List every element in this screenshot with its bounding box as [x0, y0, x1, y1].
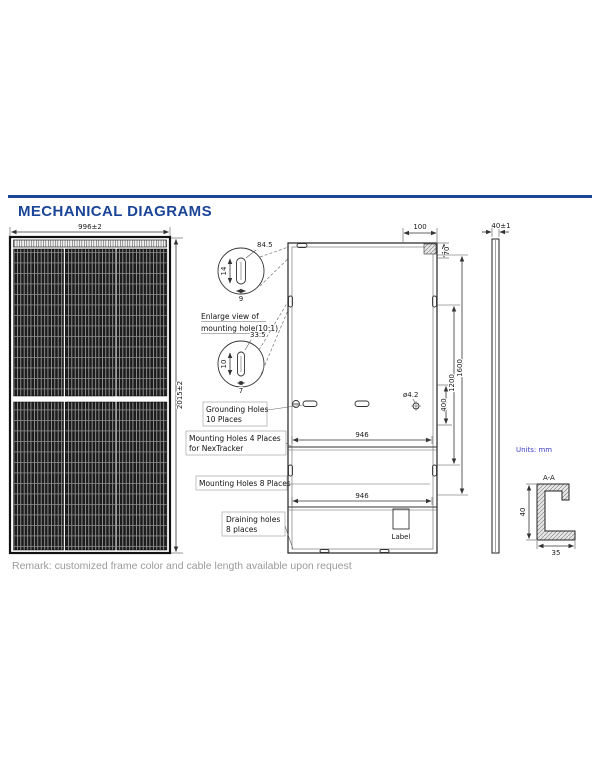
- back-frame-inner: [291, 246, 434, 550]
- back-dim-946-lower: 946: [291, 491, 433, 505]
- svg-text:946: 946: [355, 492, 369, 500]
- front-panel-cells: [13, 248, 168, 551]
- svg-text:84.5: 84.5: [257, 241, 273, 249]
- svg-text:ø4.2: ø4.2: [403, 391, 418, 399]
- svg-text:Enlarge view of: Enlarge view of: [201, 312, 259, 321]
- label-box: [392, 508, 410, 530]
- frame-cross-section: [536, 483, 576, 541]
- enlarge1-dim-radius: 84.5: [245, 240, 274, 259]
- svg-text:400: 400: [440, 398, 448, 411]
- label-text: Label: [392, 533, 411, 541]
- enlarge2-dim-radius: 33.5: [244, 330, 267, 351]
- back-dim-1200: 1200: [437, 304, 460, 466]
- back-dim-946-upper: 946: [291, 430, 433, 444]
- svg-text:1200: 1200: [448, 374, 456, 392]
- enlarged-hole-view-2: 33.5 10 7: [217, 299, 290, 396]
- back-view: 100 70 ø4.2: [287, 222, 468, 554]
- svg-text:9: 9: [239, 295, 243, 303]
- svg-text:10 Places: 10 Places: [206, 415, 242, 424]
- svg-text:8 places: 8 places: [226, 525, 257, 534]
- svg-text:40±1: 40±1: [491, 222, 510, 230]
- front-height-dimension: 2015±2: [171, 237, 185, 554]
- svg-text:33.5: 33.5: [250, 331, 266, 339]
- units-note: Units: mm: [516, 446, 552, 454]
- side-width-dimension: 40±1: [482, 221, 512, 237]
- callout-draining-holes: Draining holes 8 places: [221, 511, 294, 550]
- svg-text:70: 70: [443, 247, 451, 256]
- section-dim-height: 40: [518, 483, 536, 541]
- front-panel-top-bar: [13, 239, 167, 248]
- svg-text:40: 40: [519, 508, 527, 517]
- enlarge2-dim-width: 7: [236, 380, 246, 396]
- section-aa: A-A 40 35: [518, 474, 576, 558]
- svg-text:Grounding Holes: Grounding Holes: [206, 405, 268, 414]
- svg-text:35: 35: [552, 549, 561, 557]
- enlarge2-dim-length: 10: [219, 352, 233, 376]
- header-divider: [8, 195, 592, 198]
- back-dim-100: 100: [402, 222, 438, 242]
- svg-text:14: 14: [220, 266, 228, 275]
- svg-text:for NexTracker: for NexTracker: [189, 444, 244, 453]
- front-width-label: 996±2: [78, 223, 102, 231]
- back-dim-1600: 1600: [437, 254, 468, 496]
- front-width-dimension: 996±2: [9, 222, 171, 238]
- enlarge1-dim-length: 14: [219, 258, 233, 284]
- back-dim-70: 70: [438, 242, 452, 259]
- corner-bracket: [423, 243, 437, 255]
- back-dim-400: 400: [437, 384, 452, 426]
- remark-text: Remark: customized frame color and cable…: [12, 560, 352, 572]
- section-dim-width: 35: [536, 541, 576, 558]
- svg-text:Draining holes: Draining holes: [226, 515, 280, 524]
- front-view: 996±2 2015±2: [8, 222, 185, 555]
- section-label: A-A: [543, 474, 555, 482]
- front-height-label: 2015±2: [176, 381, 184, 409]
- page-title: MECHANICAL DIAGRAMS: [18, 203, 212, 220]
- callout-mounting-holes-4: Mounting Holes 4 Places for NexTracker: [185, 430, 293, 456]
- svg-text:10: 10: [220, 360, 228, 369]
- callout-mounting-holes-8: Mounting Holes 8 Places: [195, 475, 430, 491]
- callout-grounding-holes: Grounding Holes 10 Places: [202, 401, 304, 427]
- svg-text:100: 100: [413, 223, 426, 231]
- svg-text:7: 7: [239, 387, 243, 395]
- svg-text:1600: 1600: [456, 359, 464, 377]
- hole-diameter-callout: ø4.2: [402, 390, 421, 411]
- svg-text:946: 946: [355, 431, 369, 439]
- enlarged-hole-view-1: 14 84.5 9: [217, 240, 298, 304]
- enlarge1-dim-width: 9: [235, 288, 247, 304]
- side-view: 40±1: [482, 221, 512, 554]
- enlarge-caption: Enlarge view of mounting hole(10:1): [201, 312, 278, 334]
- grounding-holes: [292, 400, 370, 408]
- svg-text:Mounting Holes 4 Places: Mounting Holes 4 Places: [189, 434, 281, 443]
- svg-text:Mounting Holes 8 Places: Mounting Holes 8 Places: [199, 479, 291, 488]
- svg-text:mounting hole(10:1): mounting hole(10:1): [201, 324, 278, 333]
